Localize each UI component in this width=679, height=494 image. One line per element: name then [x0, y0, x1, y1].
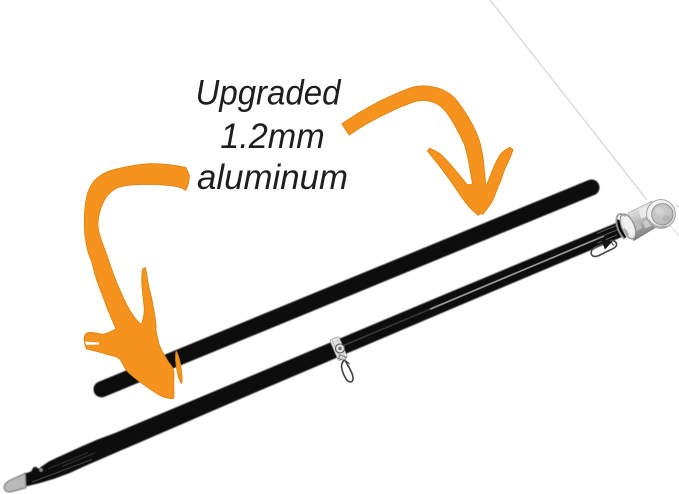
svg-text:aluminum: aluminum [197, 157, 348, 197]
svg-text:Upgraded: Upgraded [196, 73, 342, 113]
svg-text:1.2mm: 1.2mm [220, 116, 325, 156]
